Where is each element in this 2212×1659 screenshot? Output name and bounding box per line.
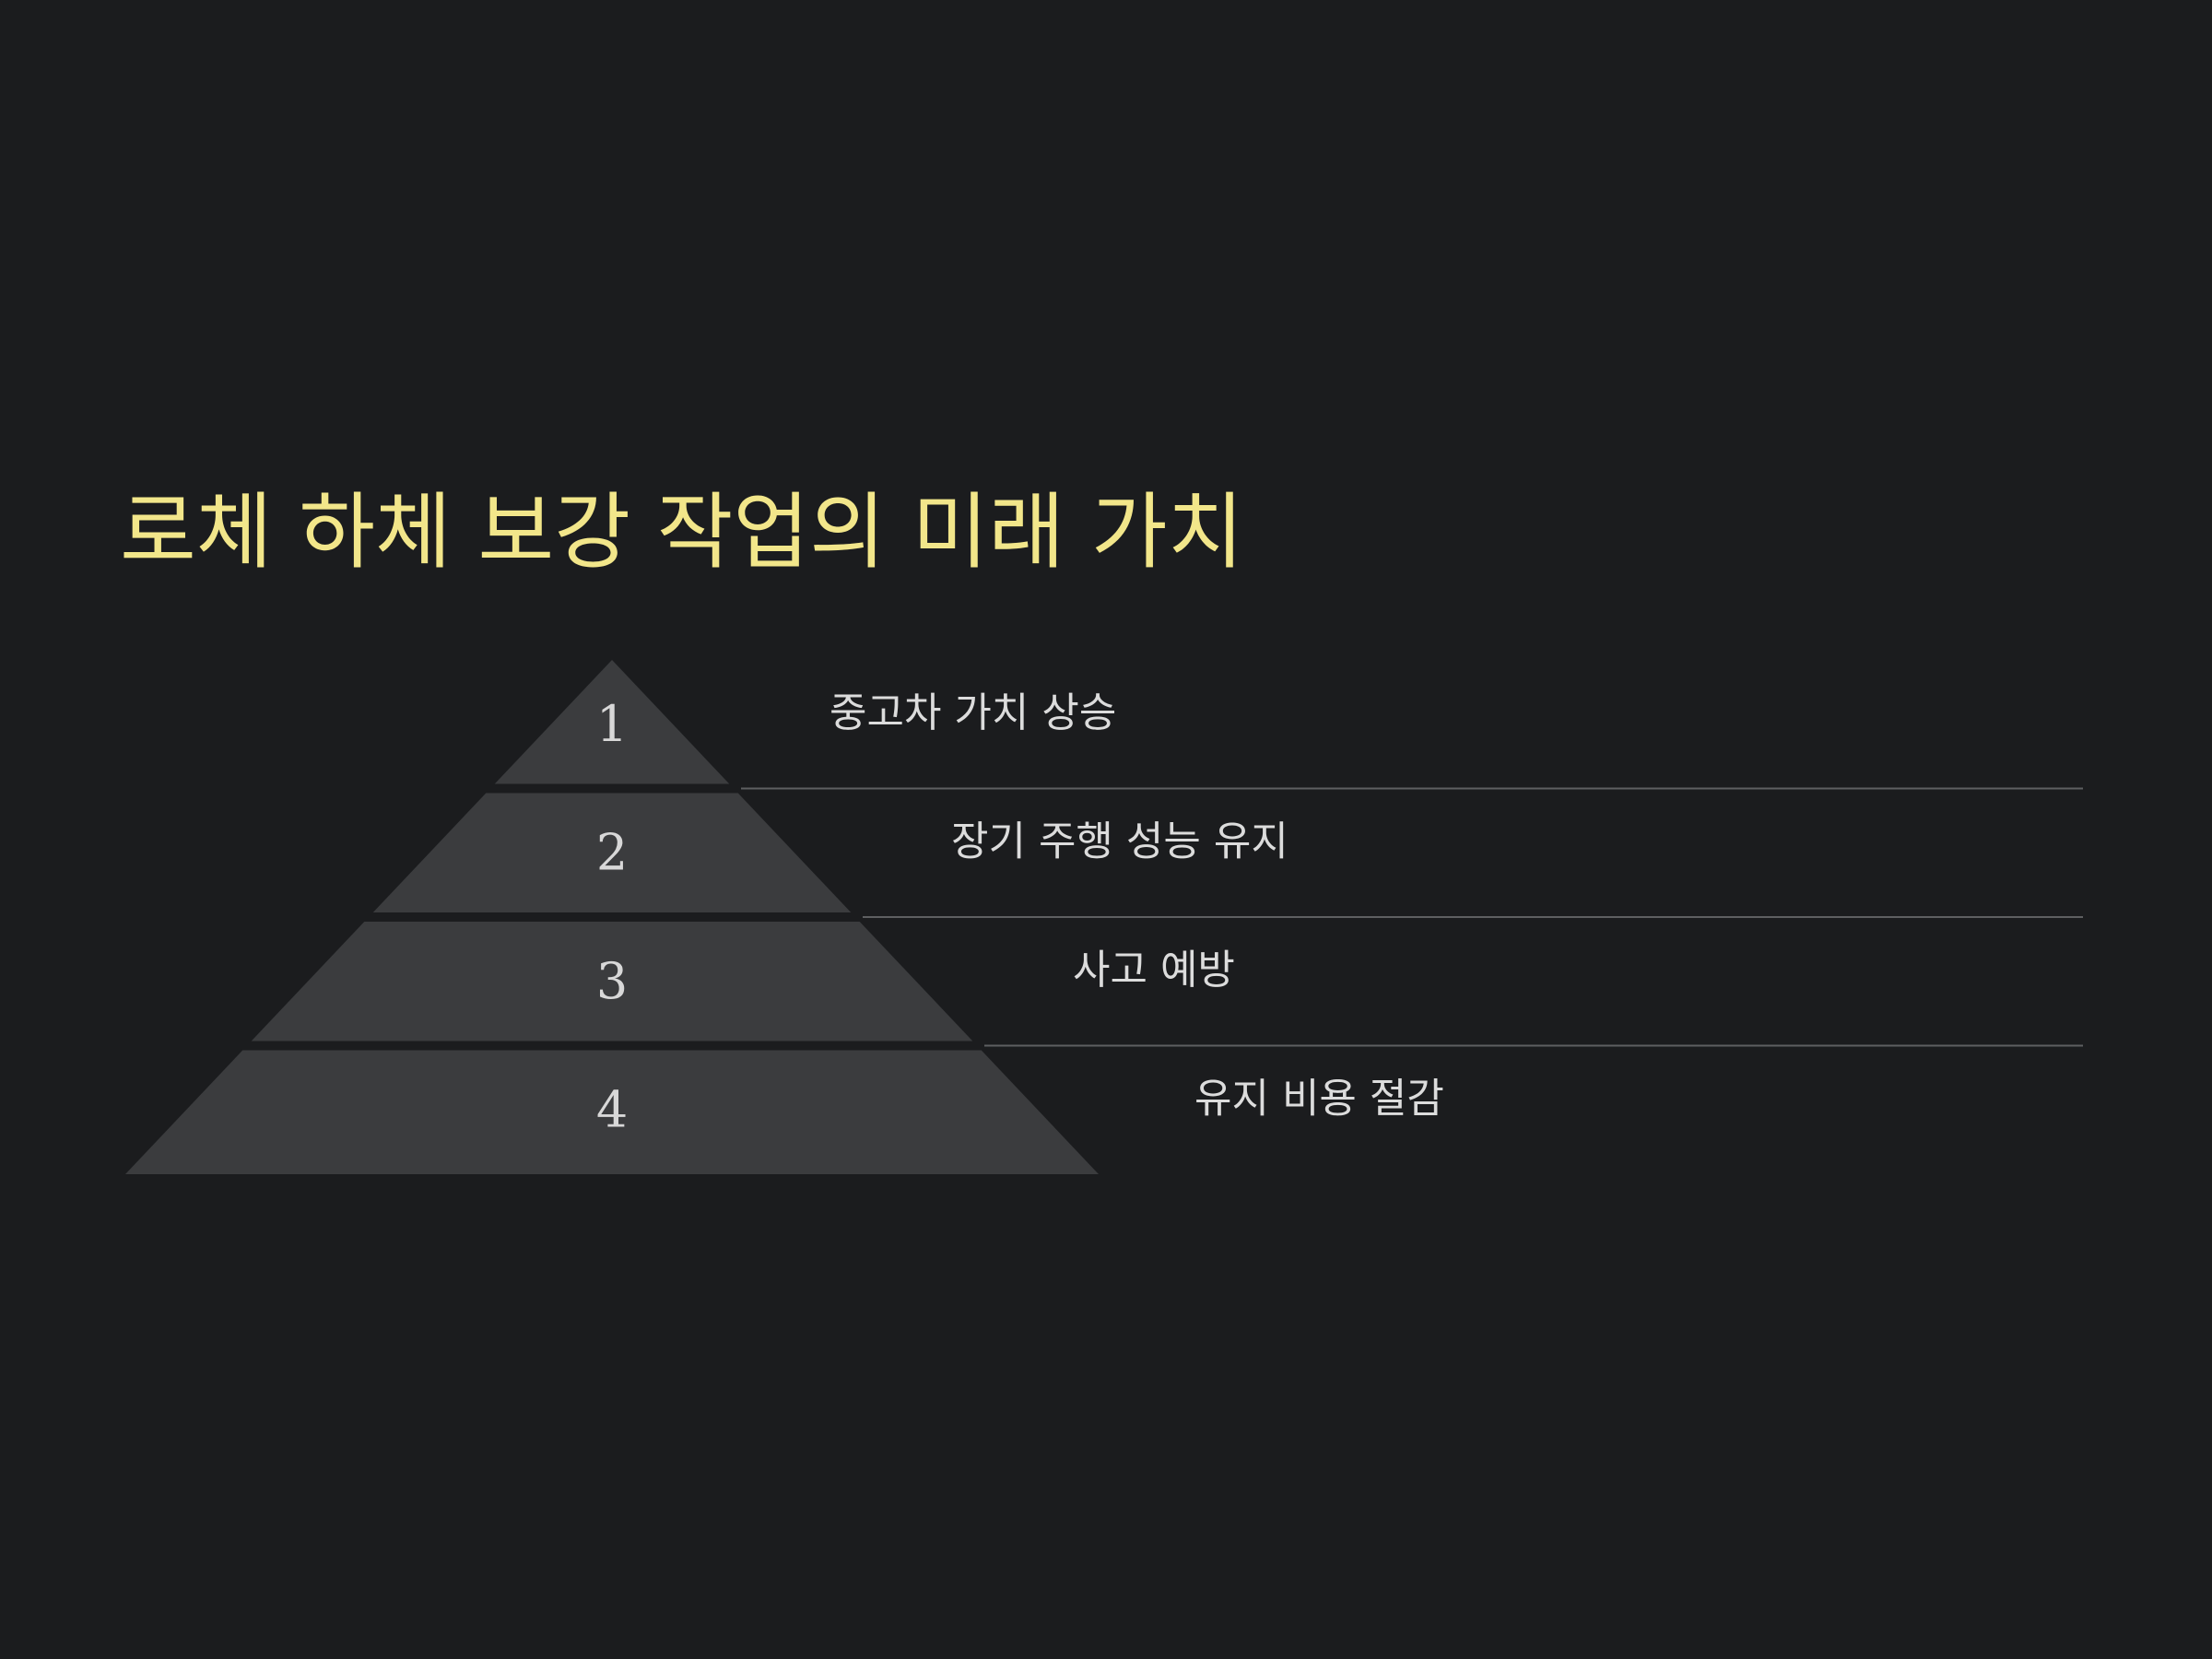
- tier-label-1: 중고차 가치 상승: [830, 689, 1116, 736]
- tier-number-4: 4: [596, 1080, 628, 1138]
- pyramid-tier-4: [125, 1050, 1099, 1174]
- pyramid-tier-1: [494, 660, 730, 784]
- tier-number-1: 1: [596, 695, 628, 753]
- tier-label-4: 유지 비용 절감: [1194, 1075, 1444, 1122]
- pyramid-tier-3: [251, 922, 973, 1041]
- tier-label-2: 장기 주행 성능 유지: [951, 818, 1288, 865]
- tier-label-3: 사고 예방: [1073, 947, 1235, 994]
- pyramid-tier-2: [372, 793, 852, 912]
- slide-title: 로체 하체 보강 작업의 미래 가치: [120, 484, 1244, 581]
- tier-number-3: 3: [596, 952, 628, 1010]
- tier-number-2: 2: [596, 823, 628, 881]
